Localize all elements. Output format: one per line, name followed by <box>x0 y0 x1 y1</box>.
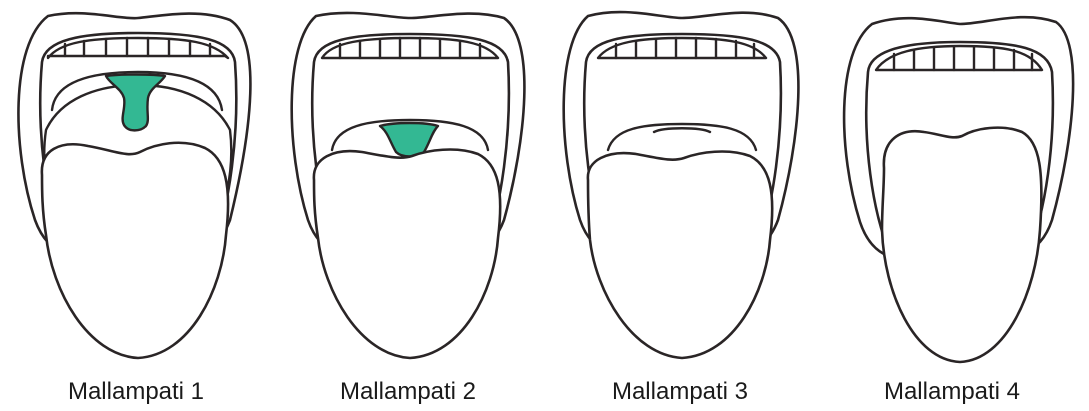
tongue <box>588 152 772 358</box>
mallampati-panel-3: Mallampati 3 <box>544 0 816 411</box>
panel-label-4: Mallampati 4 <box>816 376 1088 408</box>
mouth-drawing-1 <box>0 0 272 370</box>
mouth-drawing-4 <box>816 0 1088 370</box>
mallampati-panel-2: Mallampati 2 <box>272 0 544 411</box>
mallampati-panel-1: Mallampati 1 <box>0 0 272 411</box>
mallampati-panel-4: Mallampati 4 <box>816 0 1088 411</box>
tongue <box>314 150 500 358</box>
panel-label-2: Mallampati 2 <box>272 376 544 408</box>
tongue <box>42 143 228 358</box>
mouth-drawing-2 <box>272 0 544 370</box>
mouth-drawing-3 <box>544 0 816 370</box>
tongue <box>882 128 1041 362</box>
panel-label-3: Mallampati 3 <box>544 376 816 408</box>
panel-label-1: Mallampati 1 <box>0 376 272 408</box>
